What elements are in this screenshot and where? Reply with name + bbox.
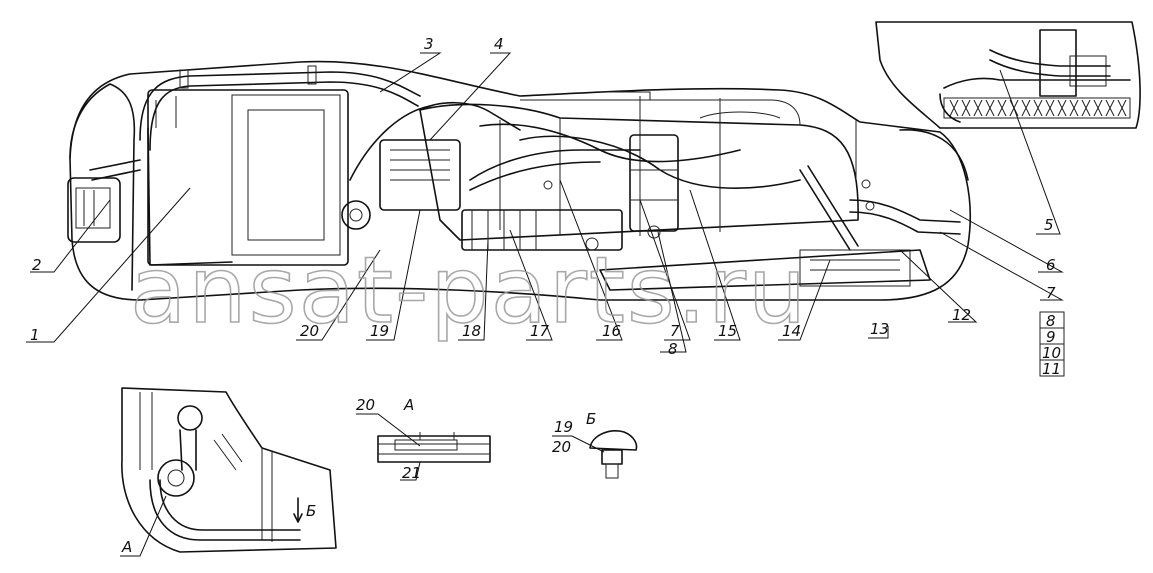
watermark-text: ansat-parts.ru (130, 237, 808, 344)
view-b-title: Б (586, 410, 596, 428)
callout-12: 12 (952, 306, 971, 324)
callout-11: 11 (1042, 360, 1061, 378)
callout-21: 21 (402, 464, 421, 482)
callout-20-view-b: 20 (552, 438, 571, 456)
callout-18: 18 (462, 322, 481, 340)
callout-17: 17 (530, 322, 550, 340)
callout-19: 19 (370, 322, 389, 340)
callout-8-mid: 8 (668, 340, 678, 358)
view-b-reference: Б (306, 502, 316, 520)
callout-4: 4 (494, 35, 504, 53)
section-view-a (356, 413, 491, 481)
inset-view-top-right (875, 21, 1141, 129)
callout-7-right: 7 (1046, 284, 1056, 302)
callout-5: 5 (1044, 216, 1054, 234)
callout-14: 14 (782, 322, 801, 340)
callout-labels: 3 4 2 1 5 6 7 8 9 10 11 12 13 14 15 7 8 … (30, 35, 1061, 556)
callout-19-view-b: 19 (554, 418, 573, 436)
callout-20-view-a: 20 (356, 396, 375, 414)
main-assembly-view (67, 60, 971, 301)
callout-1: 1 (30, 326, 40, 344)
callout-2: 2 (32, 256, 42, 274)
callout-15: 15 (718, 322, 737, 340)
callout-20: 20 (300, 322, 319, 340)
leader-lines (26, 52, 1065, 557)
callout-10: 10 (1042, 344, 1061, 362)
callout-16: 16 (602, 322, 621, 340)
view-a-reference: А (121, 538, 132, 556)
detail-view-left (121, 387, 337, 553)
view-a-title: А (403, 396, 414, 414)
callout-3: 3 (424, 35, 434, 53)
callout-13: 13 (870, 320, 889, 338)
callout-7-mid: 7 (670, 322, 680, 340)
callout-6: 6 (1046, 256, 1056, 274)
section-view-b (552, 430, 638, 479)
callout-9: 9 (1046, 328, 1056, 346)
callout-8-right: 8 (1046, 312, 1056, 330)
